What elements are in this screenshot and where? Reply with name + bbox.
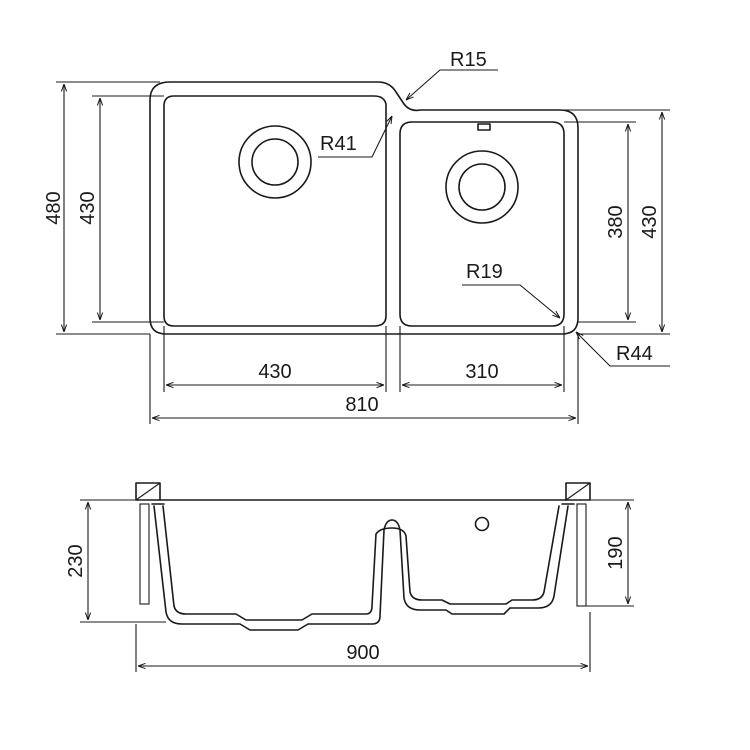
dim-230-label: 230	[65, 544, 87, 577]
r41-label: R41	[320, 133, 357, 155]
dim-480-label: 480	[43, 191, 65, 224]
r19-label: R19	[466, 261, 503, 283]
dim-190-label: 190	[605, 536, 627, 569]
sink-section-outer	[153, 505, 569, 631]
left-wall-section	[139, 503, 150, 605]
dim-380-label: 380	[605, 205, 627, 238]
overflow-slot	[477, 123, 491, 131]
left-counter-block	[135, 482, 161, 501]
r44-leader	[576, 332, 670, 367]
right-drain-inner	[458, 163, 506, 211]
right-bowl-outline	[399, 121, 565, 327]
top-view: 480 430 380 430 430 310 810 R15 R41 R19 …	[43, 49, 670, 424]
r41-leader	[318, 116, 392, 158]
r15-label: R15	[450, 49, 487, 71]
dim-430-left-label: 430	[77, 191, 99, 224]
left-drain-outer	[238, 125, 312, 199]
right-counter-block	[565, 482, 591, 501]
dim-900-label: 900	[346, 642, 379, 664]
left-drain-inner	[251, 138, 299, 186]
r44-label: R44	[616, 343, 653, 365]
r19-leader	[462, 284, 560, 318]
dim-430-bottom-label: 430	[258, 361, 291, 383]
sink-outer-outline	[149, 81, 579, 335]
side-view: 230 190 900	[65, 482, 634, 672]
right-drain-outer	[445, 150, 519, 224]
dim-310-label: 310	[465, 361, 498, 383]
sink-section-inner	[162, 505, 560, 621]
r15-leader	[406, 69, 498, 100]
tap-hole	[474, 516, 490, 532]
dim-810-label: 810	[345, 394, 378, 416]
right-wall-section	[576, 503, 587, 607]
dim-430-right-label: 430	[639, 205, 661, 238]
left-bowl-outline	[163, 95, 387, 327]
